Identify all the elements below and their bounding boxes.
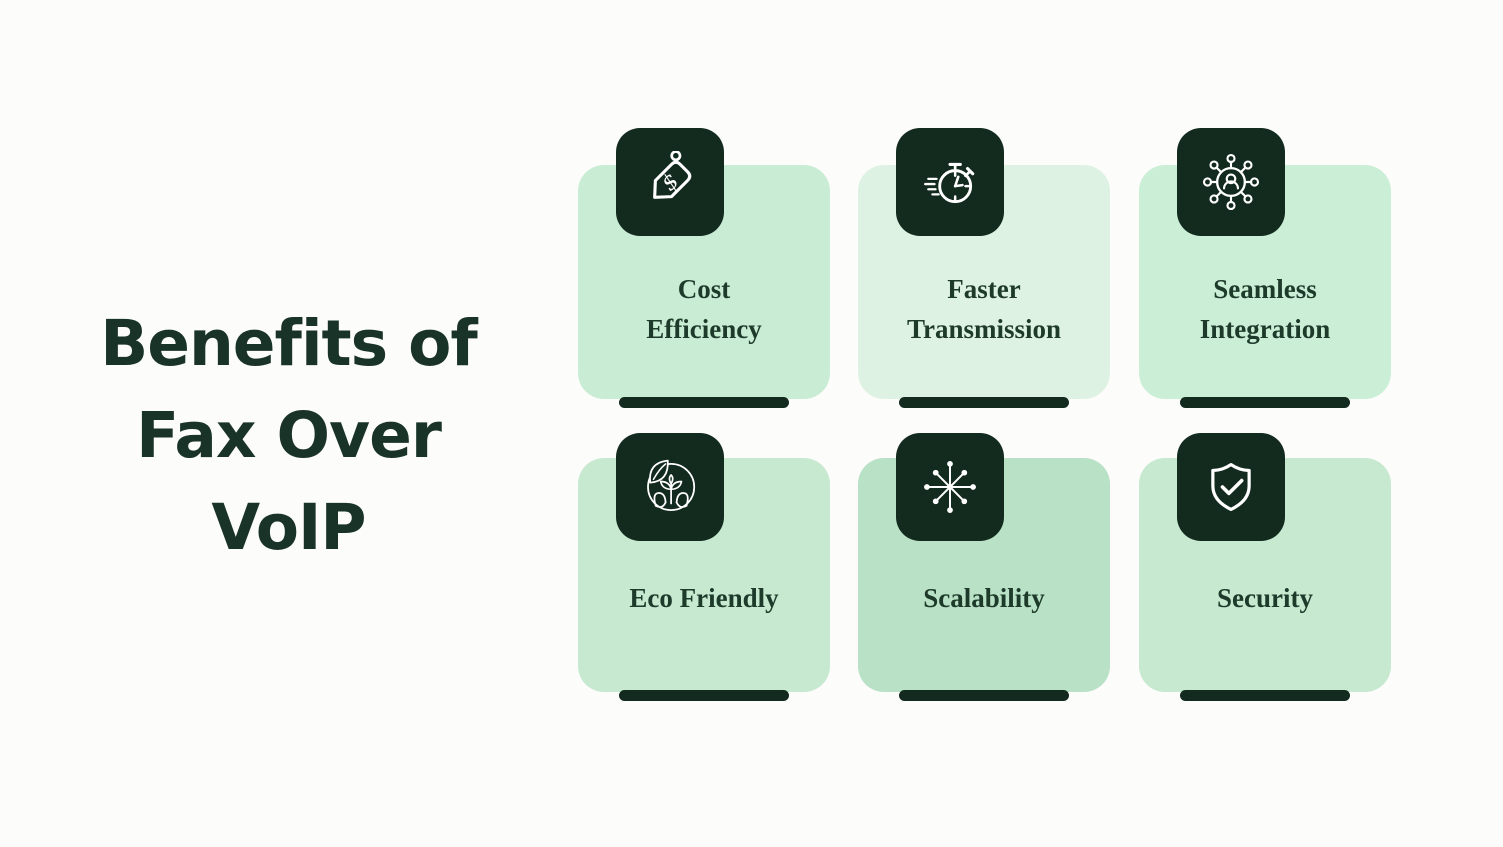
plant-in-hands-icon	[647, 459, 696, 511]
icon-square	[896, 128, 1004, 236]
card-label: Security	[1217, 583, 1313, 613]
card-cost-efficiency: $ Cost Efficiency	[578, 128, 830, 408]
title-line-3: VoIP	[211, 491, 366, 564]
title-line-1: Benefits of	[100, 307, 478, 380]
card-faster-transmission: Faster Transmission	[858, 128, 1110, 408]
card-security: Security	[1139, 433, 1391, 701]
card-seamless-integration: Seamless Integration	[1139, 128, 1391, 408]
page-title: Benefits of Fax Over VoIP	[0, 298, 577, 574]
icon-square	[896, 433, 1004, 541]
card-label: Seamless Integration	[1199, 274, 1331, 344]
card-label: Scalability	[923, 583, 1045, 613]
price-tag-icon: $	[653, 151, 692, 199]
card-label: Faster Transmission	[906, 274, 1062, 344]
accent-bar	[1180, 397, 1350, 408]
icon-square	[616, 433, 724, 541]
accent-bar	[899, 690, 1069, 701]
accent-bar	[899, 397, 1069, 408]
title-line-2: Fax Over	[136, 399, 442, 472]
accent-bar	[619, 397, 789, 408]
stopwatch-icon	[924, 162, 975, 204]
icon-square: $	[616, 128, 724, 236]
network-people-icon	[1202, 153, 1260, 211]
shield-check-icon	[1211, 463, 1251, 511]
card-eco-friendly: Eco Friendly	[578, 433, 830, 701]
asterisk-network-icon	[924, 461, 976, 513]
icon-square	[1177, 433, 1285, 541]
icon-square	[1177, 128, 1285, 236]
card-label: Eco Friendly	[629, 583, 779, 613]
card-label: Cost Efficiency	[646, 274, 762, 344]
card-scalability: Scalability	[858, 433, 1110, 701]
accent-bar	[1180, 690, 1350, 701]
accent-bar	[619, 690, 789, 701]
